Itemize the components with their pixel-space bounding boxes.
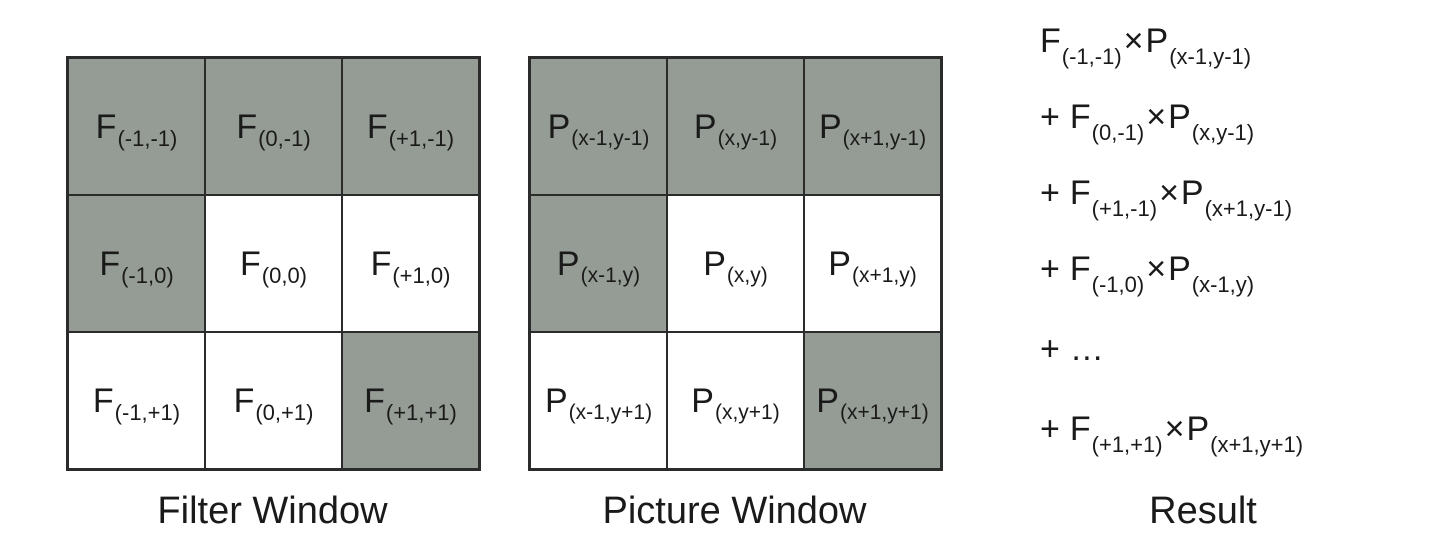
picture-symbol: P: [1186, 410, 1210, 448]
picture-cell: P(x+1,y+1): [804, 332, 941, 469]
picture-subscript: (x,y-1): [1191, 120, 1255, 145]
picture-symbol: P: [1168, 250, 1191, 288]
picture-cell-subscript: (x-1,y): [580, 263, 641, 287]
filter-cell-subscript: (0,0): [261, 262, 308, 288]
picture-cell: P(x+1,y-1): [804, 58, 941, 195]
picture-cell: P(x-1,y+1): [530, 332, 667, 469]
picture-cell-subscript: (x+1,y): [851, 263, 917, 287]
filter-subscript: (+1,+1): [1091, 432, 1163, 457]
times-sign: ×: [1123, 22, 1144, 60]
filter-cell-symbol: F: [92, 381, 114, 420]
filter-cell-subscript: (0,-1): [258, 125, 311, 151]
times-sign: ×: [1159, 174, 1179, 212]
filter-symbol: F: [1069, 98, 1091, 136]
picture-cell-subscript: (x-1,y-1): [571, 126, 650, 150]
picture-cell-symbol: P: [693, 107, 717, 146]
picture-cell-symbol: P: [828, 244, 851, 283]
picture-cell-symbol: P: [556, 244, 580, 283]
picture-cell: P(x-1,y-1): [530, 58, 667, 195]
result-term: F(-1,-1)×P(x-1,y-1): [1040, 22, 1251, 68]
filter-symbol: F: [1069, 174, 1091, 212]
filter-cell-symbol: F: [370, 244, 392, 283]
times-sign: ×: [1146, 98, 1167, 136]
plus-sign: +: [1040, 330, 1060, 368]
picture-cell: P(x,y): [667, 195, 804, 332]
filter-cell: F(0,-1): [205, 58, 342, 195]
filter-cell: F(+1,+1): [342, 332, 479, 469]
filter-cell: F(+1,0): [342, 195, 479, 332]
filter-cell-subscript: (-1,-1): [117, 125, 178, 151]
filter-symbol: F: [1040, 22, 1061, 60]
result-term: +…: [1040, 332, 1104, 366]
picture-window-grid: P(x-1,y-1)P(x,y-1)P(x+1,y-1)P(x-1,y)P(x,…: [528, 56, 943, 471]
filter-window-grid: F(-1,-1)F(0,-1)F(+1,-1)F(-1,0)F(0,0)F(+1…: [66, 56, 481, 471]
plus-sign: +: [1040, 98, 1060, 136]
plus-sign: +: [1040, 410, 1060, 448]
picture-cell: P(x,y+1): [667, 332, 804, 469]
picture-symbol: P: [1168, 98, 1191, 136]
filter-cell-subscript: (-1,+1): [114, 399, 181, 425]
picture-cell-symbol: P: [703, 244, 726, 283]
filter-cell-subscript: (+1,-1): [388, 125, 455, 151]
picture-cell-subscript: (x,y): [726, 263, 768, 287]
filter-cell-subscript: (+1,0): [392, 262, 451, 288]
result-term: +F(+1,-1)×P(x+1,y-1): [1040, 174, 1292, 220]
filter-symbol: F: [1069, 250, 1091, 288]
picture-cell-subscript: (x,y-1): [717, 126, 778, 150]
filter-cell: F(+1,-1): [342, 58, 479, 195]
filter-subscript: (+1,-1): [1091, 196, 1158, 221]
picture-cell: P(x-1,y): [530, 195, 667, 332]
picture-cell: P(x,y-1): [667, 58, 804, 195]
filter-subscript: (-1,-1): [1061, 44, 1122, 69]
times-sign: ×: [1146, 250, 1167, 288]
result-caption: Result: [1149, 490, 1257, 532]
filter-cell-subscript: (-1,0): [121, 262, 174, 288]
result-term: +F(-1,0)×P(x-1,y): [1040, 250, 1254, 296]
filter-cell-symbol: F: [99, 244, 121, 283]
times-sign: ×: [1164, 410, 1185, 448]
filter-cell-subscript: (0,+1): [255, 399, 314, 425]
filter-cell-symbol: F: [366, 107, 388, 146]
filter-cell-symbol: F: [239, 244, 261, 283]
filter-cell-symbol: F: [236, 107, 258, 146]
plus-sign: +: [1040, 174, 1060, 212]
filter-cell: F(-1,+1): [68, 332, 205, 469]
filter-cell: F(0,+1): [205, 332, 342, 469]
picture-cell-symbol: P: [816, 381, 839, 420]
picture-cell-subscript: (x+1,y-1): [842, 126, 927, 150]
picture-subscript: (x-1,y): [1191, 272, 1255, 297]
picture-window-caption: Picture Window: [602, 490, 867, 532]
picture-cell-symbol: P: [691, 381, 714, 420]
filter-cell: F(-1,0): [68, 195, 205, 332]
filter-cell-subscript: (+1,+1): [385, 399, 457, 425]
result-term: +F(0,-1)×P(x,y-1): [1040, 98, 1254, 144]
picture-subscript: (x+1,y-1): [1204, 196, 1293, 221]
picture-cell-symbol: P: [544, 381, 568, 420]
filter-subscript: (-1,0): [1091, 272, 1145, 297]
picture-cell: P(x+1,y): [804, 195, 941, 332]
filter-cell: F(-1,-1): [68, 58, 205, 195]
filter-window-caption: Filter Window: [157, 490, 388, 532]
picture-cell-subscript: (x,y+1): [714, 400, 780, 424]
picture-subscript: (x-1,y-1): [1169, 44, 1252, 69]
filter-cell-symbol: F: [364, 381, 385, 420]
picture-cell-symbol: P: [547, 107, 571, 146]
picture-cell-subscript: (x+1,y+1): [839, 400, 929, 424]
result-term: +F(+1,+1)×P(x+1,y+1): [1040, 410, 1303, 456]
picture-symbol: P: [1145, 22, 1169, 60]
picture-subscript: (x+1,y+1): [1210, 432, 1304, 457]
ellipsis: …: [1069, 330, 1104, 368]
filter-cell-symbol: F: [95, 107, 117, 146]
picture-cell-symbol: P: [818, 107, 842, 146]
picture-symbol: P: [1180, 174, 1204, 212]
filter-cell: F(0,0): [205, 195, 342, 332]
filter-symbol: F: [1069, 410, 1091, 448]
filter-cell-symbol: F: [233, 381, 255, 420]
picture-cell-subscript: (x-1,y+1): [568, 400, 653, 424]
filter-subscript: (0,-1): [1091, 120, 1145, 145]
plus-sign: +: [1040, 250, 1060, 288]
